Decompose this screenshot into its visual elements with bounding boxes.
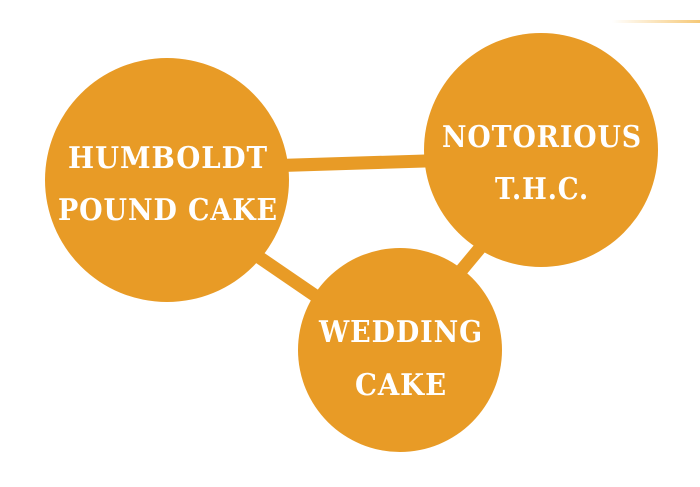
node-label-line1: WEDDING	[318, 315, 483, 350]
decorative-line	[612, 20, 700, 23]
node-label-line1: HUMBOLDT	[68, 141, 268, 176]
node-wedding-cake: WEDDING CAKE	[298, 248, 502, 452]
node-label-line2: T.H.C.	[495, 172, 589, 207]
node-label-line2: POUND CAKE	[58, 193, 278, 228]
node-label-line1: NOTORIOUS	[442, 120, 642, 155]
node-label-line2: CAKE	[355, 368, 447, 403]
node-humboldt-pound-cake: HUMBOLDT POUND CAKE	[45, 58, 289, 302]
node-notorious-thc: NOTORIOUS T.H.C.	[424, 33, 658, 267]
